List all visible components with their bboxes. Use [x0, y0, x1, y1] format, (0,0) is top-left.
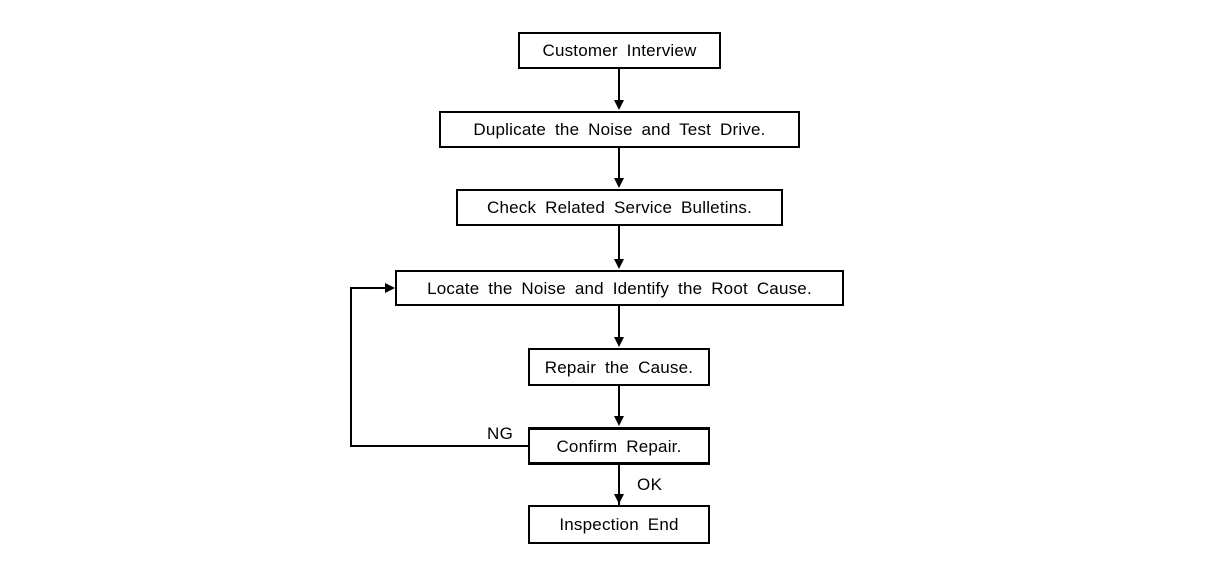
- arrowhead-down-icon: [614, 337, 624, 347]
- edge-label-ok: OK: [637, 475, 663, 494]
- arrowhead-down-icon: [614, 178, 624, 188]
- node-duplicate-noise[interactable]: Duplicate the Noise and Test Drive.: [439, 111, 800, 148]
- arrowhead-down-icon: [614, 100, 624, 110]
- connector-customer-interview-to-duplicate-noise: [618, 69, 620, 102]
- node-inspection-end[interactable]: Inspection End: [528, 505, 710, 544]
- edge-label-ng: NG: [487, 424, 514, 443]
- connector-ng-horizontal-top: [350, 287, 387, 289]
- connector-ng-horizontal-bottom: [350, 445, 529, 447]
- node-repair-cause[interactable]: Repair the Cause.: [528, 348, 710, 386]
- node-locate-noise[interactable]: Locate the Noise and Identify the Root C…: [395, 270, 844, 306]
- connector-confirm-repair-to-inspection-end: [618, 465, 620, 505]
- arrowhead-down-icon: [614, 259, 624, 269]
- node-check-bulletins[interactable]: Check Related Service Bulletins.: [456, 189, 783, 226]
- connector-duplicate-noise-to-check-bulletins: [618, 148, 620, 180]
- node-customer-interview[interactable]: Customer Interview: [518, 32, 721, 69]
- connector-check-bulletins-to-locate-noise: [618, 226, 620, 260]
- connector-ng-vertical: [350, 287, 352, 447]
- node-confirm-repair[interactable]: Confirm Repair.: [528, 427, 710, 465]
- arrowhead-right-icon: [385, 283, 395, 293]
- connector-locate-noise-to-repair-cause: [618, 306, 620, 338]
- connector-repair-cause-to-confirm-repair: [618, 386, 620, 417]
- arrowhead-down-icon: [614, 494, 624, 504]
- arrowhead-down-icon: [614, 416, 624, 426]
